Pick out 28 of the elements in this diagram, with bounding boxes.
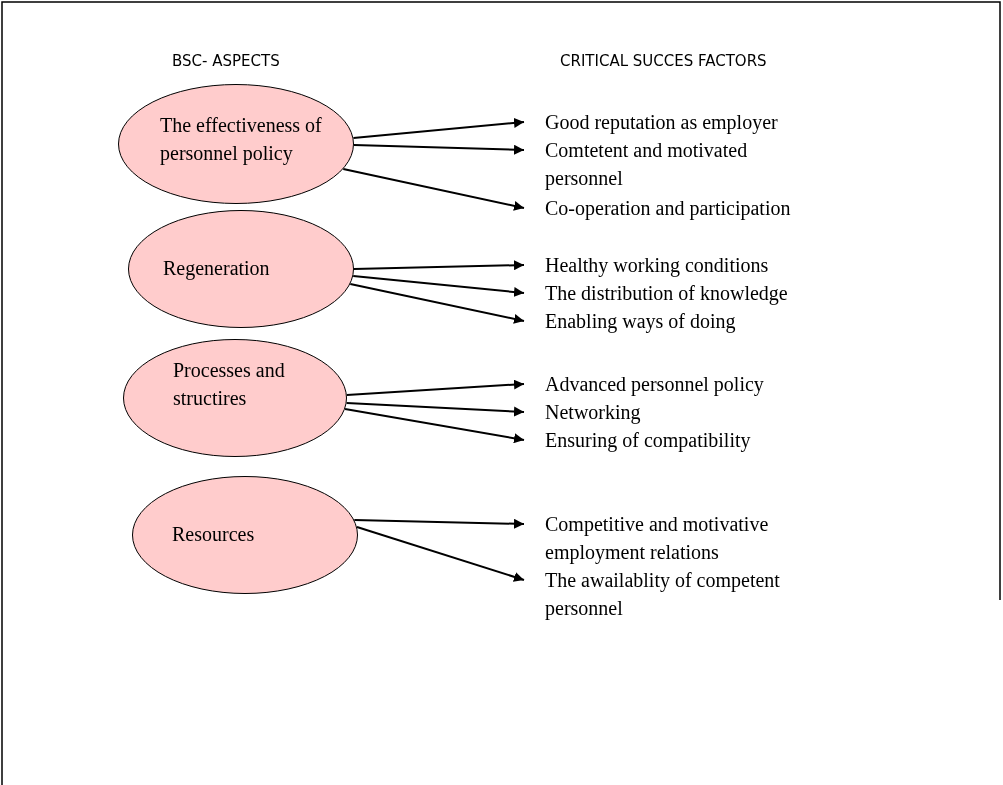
arrow: [349, 283, 525, 324]
success-factor-text: The distribution of knowledge: [524, 279, 854, 307]
success-factor-text: Good reputation as employer: [524, 108, 844, 136]
success-factor-text: Networking: [524, 398, 854, 426]
success-factor-text: Comtetent and motivated personnel: [524, 136, 824, 192]
column-heading: BSC- ASPECTS: [172, 52, 280, 70]
arrow: [355, 526, 525, 582]
success-factor-text: Advanced personnel policy: [524, 370, 854, 398]
column-heading: CRITICAL SUCCES FACTORS: [560, 52, 767, 70]
arrow: [345, 402, 525, 417]
aspect-text: Regeneration: [163, 256, 271, 282]
success-factor-text: Co-operation and participation: [524, 194, 854, 222]
arrow: [352, 117, 525, 139]
success-factor-text: Ensuring of compatibility: [524, 426, 854, 454]
arrow: [353, 518, 525, 529]
success-factor-text: The awailablity of competent personnel: [524, 566, 824, 622]
aspect-text: The effectiveness of personnel policy: [160, 113, 323, 167]
success-factor-text: Healthy working conditions: [524, 251, 854, 279]
arrow: [345, 379, 525, 396]
arrow: [353, 260, 525, 271]
aspect-text: Processes and structires: [173, 358, 286, 411]
aspect-text: Resources: [172, 522, 256, 547]
arrow: [342, 168, 525, 211]
success-factor-text: Enabling ways of doing: [524, 307, 854, 335]
arrow: [352, 275, 525, 297]
success-factor-text: Competitive and motivative employment relations: [524, 510, 824, 566]
arrow: [344, 408, 525, 444]
arrow: [353, 144, 525, 155]
